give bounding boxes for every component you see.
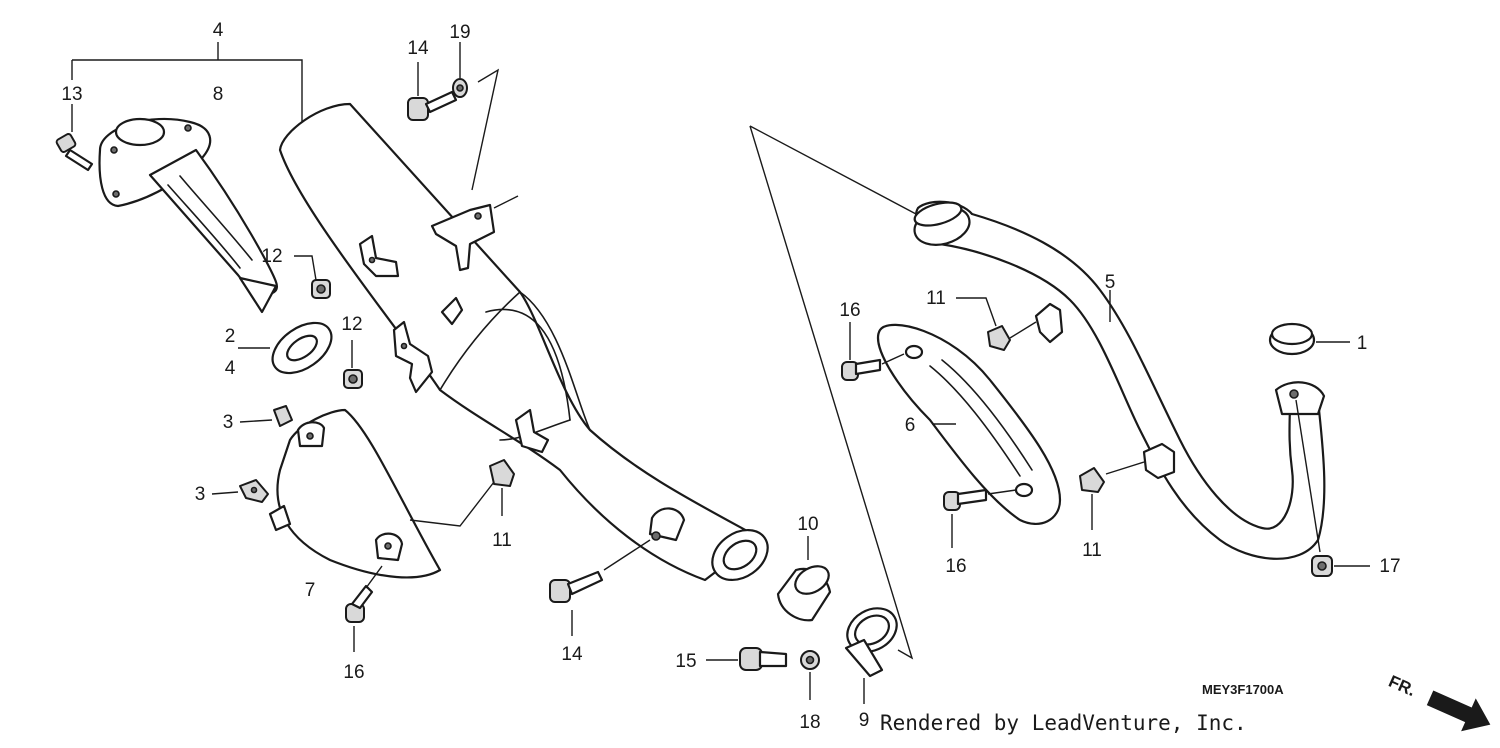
direction-label: FR. [1386, 672, 1419, 700]
exhaust-gasket-1-part[interactable] [1268, 322, 1316, 356]
bolt-15-part[interactable] [739, 647, 788, 671]
nut-18-part[interactable] [800, 650, 820, 670]
group-bracket-4 [71, 42, 303, 128]
render-credit: Rendered by LeadVenture, Inc. [880, 711, 1247, 735]
callout-17: 17 [1379, 556, 1400, 577]
callout-12-upper: 12 [261, 246, 282, 267]
bolt-16-lower-right-part[interactable] [943, 488, 988, 511]
washer-19-part[interactable] [452, 78, 468, 98]
pipe-bracket-upper[interactable] [1034, 302, 1064, 344]
callout-6: 6 [905, 415, 916, 436]
callout-5: 5 [1105, 272, 1116, 293]
nut-12-upper-part[interactable] [311, 279, 331, 299]
muffler-clip-bracket[interactable] [514, 408, 550, 454]
callout-11-upper-right: 11 [926, 288, 946, 309]
tail-pipe-part[interactable] [98, 117, 278, 314]
callout-18: 18 [799, 712, 820, 733]
callout-14-top: 14 [407, 38, 429, 59]
callout-16-left: 16 [343, 662, 364, 683]
callout-14-lower: 14 [561, 644, 583, 665]
exhaust-pipe-part[interactable] [910, 198, 1326, 560]
pipe-heat-shield-part[interactable] [877, 323, 1062, 525]
callout-9: 9 [859, 710, 870, 731]
exhaust-clamp-9-part[interactable] [839, 600, 904, 678]
bolt-14-lower-part[interactable] [549, 570, 604, 603]
muffler-side-tab[interactable] [440, 296, 464, 326]
callout-10: 10 [797, 514, 818, 535]
muffler-heat-shield-part[interactable] [268, 408, 442, 579]
nut-12-lower-part[interactable] [343, 369, 363, 389]
callout-16-upper-right: 16 [839, 300, 860, 321]
gasket-2-part[interactable] [263, 313, 340, 384]
front-direction-arrow-icon: FR. [1386, 672, 1491, 732]
callout-4-top: 4 [213, 20, 224, 41]
callout-1: 1 [1357, 333, 1368, 354]
callout-2: 2 [225, 326, 236, 347]
muffler-mount-bracket[interactable] [430, 195, 519, 272]
clip-nut-11-left-part[interactable] [489, 459, 515, 487]
callout-16-lower-right: 16 [945, 556, 966, 577]
callout-12-lower: 12 [341, 314, 362, 335]
callout-19: 19 [449, 22, 470, 43]
callout-13: 13 [61, 84, 82, 105]
muffler-side-bracket-lower[interactable] [392, 320, 434, 394]
pipe-bracket-lower[interactable] [1142, 442, 1176, 480]
nut-17-part[interactable] [1311, 555, 1333, 577]
bolt-16-shield-part[interactable] [345, 584, 374, 623]
muffler-side-bracket-upper[interactable] [358, 234, 400, 278]
bolt-16-upper-right-part[interactable] [841, 358, 882, 381]
joint-sleeve-10-part[interactable] [776, 561, 834, 622]
callout-3-lower: 3 [195, 484, 206, 505]
callout-8: 8 [213, 84, 224, 105]
clip-nut-11-upper-right-part[interactable] [987, 325, 1011, 351]
callout-3-upper: 3 [223, 412, 234, 433]
muffler-part[interactable] [278, 102, 777, 590]
callout-11-lower-right: 11 [1082, 540, 1102, 561]
callout-7: 7 [305, 580, 316, 601]
clip-nut-11-lower-right-part[interactable] [1079, 467, 1105, 493]
callout-11-left: 11 [492, 530, 512, 551]
bolt-13-part[interactable] [55, 133, 94, 172]
clip-3-upper-part[interactable] [273, 405, 293, 427]
callout-15: 15 [675, 651, 696, 672]
clip-3-lower-part[interactable] [239, 479, 269, 503]
callout-4-gasket: 4 [225, 358, 236, 379]
drawing-code: MEY3F1700A [1202, 682, 1284, 697]
section-divider [749, 125, 914, 660]
bolt-14-upper-part[interactable] [407, 90, 458, 121]
